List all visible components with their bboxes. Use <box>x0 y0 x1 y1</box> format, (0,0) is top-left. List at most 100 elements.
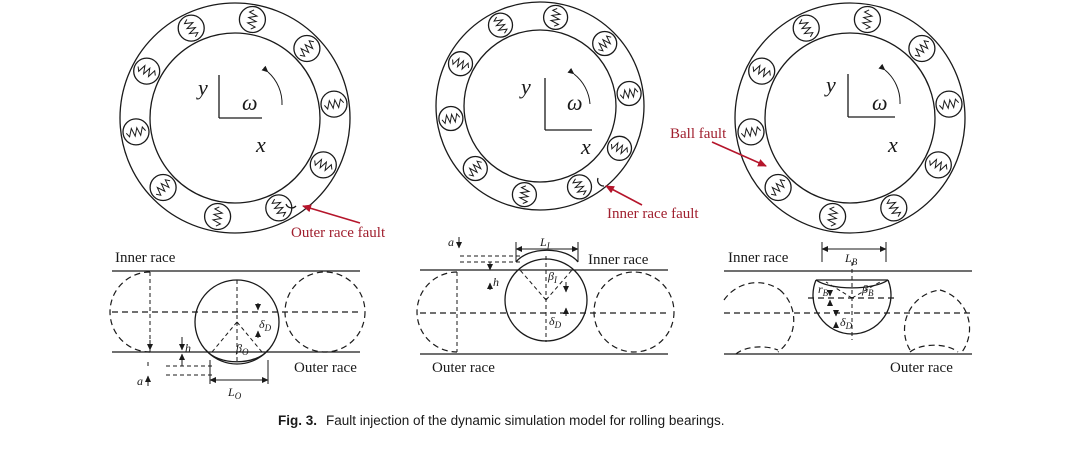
symbol-r: rB <box>818 282 829 298</box>
rolling-element <box>542 4 569 31</box>
spring <box>939 98 960 111</box>
axis-y-label: y <box>519 74 531 99</box>
spring <box>886 198 902 217</box>
rotation-speed-label: ω <box>242 90 258 115</box>
bearing-outer-fault: y x ω Outer race fault <box>119 2 386 241</box>
spring <box>598 35 612 52</box>
spring <box>752 64 771 78</box>
rolling-element <box>606 135 633 161</box>
rolling-element <box>320 90 348 118</box>
spring <box>299 40 315 57</box>
rolling-element <box>924 151 952 179</box>
rolling-element <box>462 155 488 182</box>
spring <box>826 206 839 227</box>
spring <box>183 19 199 38</box>
bearing-inner-fault: y x ω Inner race fault <box>435 1 699 222</box>
axis-x-label: x <box>580 134 591 159</box>
rolling-element <box>853 5 882 34</box>
symbol-a: a <box>137 374 143 388</box>
rolling-element <box>880 194 908 222</box>
bearing-ball-fault: y x ω Ball fault <box>670 2 966 234</box>
caption-text: Fault injection of the dynamic simulatio… <box>326 413 724 428</box>
spring <box>929 158 948 172</box>
rotation-speed-label: ω <box>567 90 583 115</box>
symbol-beta: βO <box>235 341 249 357</box>
spring <box>246 9 259 30</box>
rolling-element <box>818 202 847 231</box>
symbol-L: LB <box>844 251 858 267</box>
spring <box>155 179 171 196</box>
spring <box>572 178 587 196</box>
spring <box>271 198 287 217</box>
spring <box>468 160 482 177</box>
rolling-element <box>293 34 321 63</box>
rolling-element <box>737 118 765 146</box>
spring <box>619 87 639 100</box>
spring <box>861 9 874 30</box>
outer-race-label: Outer race <box>294 360 357 376</box>
rotation-speed-label: ω <box>872 90 888 115</box>
symbol-delta: δD <box>549 314 562 330</box>
inner-race-label: Inner race <box>115 250 176 266</box>
rolling-element <box>177 14 205 42</box>
rolling-element <box>592 30 618 57</box>
rolling-element <box>238 5 267 34</box>
rolling-element <box>748 57 776 85</box>
rolling-element <box>616 80 642 107</box>
rolling-element <box>908 34 936 63</box>
detail-outer-race-fault: Inner race h a LO βO δD Outer race <box>109 250 366 401</box>
inner-race-label: Inner race <box>728 250 789 266</box>
rolling-element <box>309 151 337 179</box>
rolling-elements <box>438 4 642 208</box>
spring <box>798 19 814 38</box>
rolling-elements <box>737 5 963 231</box>
spring <box>441 112 461 125</box>
rolling-element <box>149 173 177 202</box>
ball-fault-label: Ball fault <box>670 126 727 142</box>
spring <box>137 64 156 78</box>
inner-race-label: Inner race <box>588 252 649 268</box>
spring <box>324 98 345 111</box>
rolling-element <box>566 174 593 200</box>
outer-race-label: Outer race <box>432 360 495 376</box>
outer-race-fault-label: Outer race fault <box>291 225 386 241</box>
spring <box>125 125 146 138</box>
symbol-a: a <box>448 235 454 249</box>
spring <box>770 179 786 196</box>
spring <box>452 56 469 71</box>
rolling-element <box>487 12 514 38</box>
spring <box>211 206 224 227</box>
spring <box>611 141 628 156</box>
symbol-L: LO <box>227 385 242 401</box>
axis-y-label: y <box>196 75 208 100</box>
rolling-element <box>764 173 792 202</box>
symbol-h: h <box>493 275 499 289</box>
axis-y-label: y <box>824 72 836 97</box>
symbol-delta: δD <box>840 315 853 331</box>
rolling-element <box>447 51 474 77</box>
rolling-element <box>935 90 963 118</box>
figure-caption: Fig. 3. Fault injection of the dynamic s… <box>278 412 724 429</box>
spring <box>518 185 531 204</box>
spring <box>914 40 930 57</box>
rolling-element <box>133 57 161 85</box>
spring <box>740 125 761 138</box>
rolling-element <box>792 14 820 42</box>
spring <box>314 158 333 172</box>
symbol-delta: δD <box>259 317 272 333</box>
spring <box>549 8 562 27</box>
inner-race-fault-label: Inner race fault <box>607 206 699 222</box>
axis-x-label: x <box>255 132 266 157</box>
symbol-beta: βI <box>547 269 558 285</box>
detail-ball-fault: Inner race LB rB βB δD Outer race <box>723 242 972 376</box>
detail-inner-race-fault: a h LI βI δD Inner race Outer race <box>416 235 675 376</box>
symbol-beta: βB <box>861 282 874 298</box>
symbol-h: h <box>185 341 191 355</box>
rolling-element <box>122 118 150 146</box>
rolling-element <box>203 202 232 231</box>
axis-x-label: x <box>887 132 898 157</box>
rolling-element <box>511 181 538 208</box>
outer-race-label: Outer race <box>890 360 953 376</box>
symbol-L: LI <box>539 235 551 251</box>
